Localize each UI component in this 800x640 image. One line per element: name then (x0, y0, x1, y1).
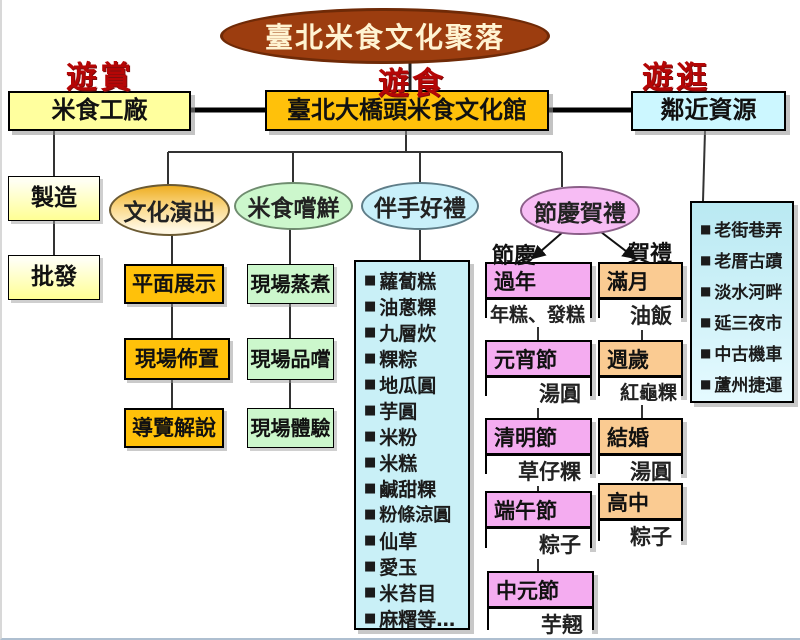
section-label-sightseeing: 遊賞 (66, 60, 134, 96)
list-item: ■淡水河畔 (700, 283, 783, 303)
gift-card-exam-success: 高中 粽子 (598, 483, 683, 551)
ellipse-festival-gifts: 節慶賀禮 (520, 186, 640, 235)
list-item: ■九層炊 (364, 322, 437, 345)
festival-card-lantern: 元宵節 湯圓 (485, 340, 592, 408)
gift-card-wedding: 結婚 湯圓 (598, 418, 683, 486)
list-item: ■油蔥粿 (364, 296, 437, 319)
gift-card-full-month: 滿月 油飯 (598, 262, 683, 330)
node-flat-exhibit: 平面展示 (124, 264, 224, 304)
square-bullet-icon: ■ (700, 283, 712, 298)
list-item: ■麻糬等… (364, 608, 456, 631)
square-bullet-icon: ■ (364, 532, 377, 548)
souvenir-product-list: ■蘿蔔糕 ■油蔥粿 ■九層炊 ■粿粽 ■地瓜圓 ■芋圓 ■米粉 ■米糕 ■鹹甜粿… (354, 260, 470, 631)
list-item: ■米苔目 (364, 582, 437, 605)
square-bullet-icon: ■ (700, 252, 712, 267)
square-bullet-icon: ■ (364, 506, 377, 522)
node-site-decoration: 現場佈置 (124, 338, 230, 380)
list-item: ■地瓜圓 (364, 374, 437, 397)
square-bullet-icon: ■ (364, 610, 377, 626)
list-item: ■芋圓 (364, 400, 418, 423)
list-item: ■蘆州捷運 (700, 376, 783, 396)
festival-card-ghost: 中元節 芋翹 (487, 571, 594, 638)
diagram-title: 臺北米食文化聚落 (220, 8, 550, 64)
node-live-steaming: 現場蒸煮 (247, 264, 334, 304)
node-nearby-resources: 鄰近資源 (631, 91, 786, 131)
square-bullet-icon: ■ (364, 428, 377, 444)
list-item: ■老街巷弄 (700, 221, 783, 241)
nearby-resources-list: ■老街巷弄 ■老厝古蹟 ■淡水河畔 ■延三夜市 ■中古機車 ■蘆州捷運 (690, 201, 794, 403)
list-item: ■鹹甜粿 (364, 478, 437, 501)
square-bullet-icon: ■ (364, 402, 377, 418)
square-bullet-icon: ■ (364, 298, 377, 314)
square-bullet-icon: ■ (700, 345, 712, 360)
node-rice-factory: 米食工廠 (8, 91, 191, 131)
node-wholesale: 批發 (8, 255, 100, 300)
square-bullet-icon: ■ (364, 324, 377, 340)
ellipse-souvenir-gifts: 伴手好禮 (361, 182, 479, 230)
square-bullet-icon: ■ (364, 272, 377, 288)
list-item: ■愛玉 (364, 556, 418, 579)
gift-card-first-birthday: 週歲 紅龜粿 (598, 340, 683, 405)
festival-card-dragon-boat: 端午節 粽子 (485, 491, 592, 559)
square-bullet-icon: ■ (364, 558, 377, 574)
gift-column-label: 賀禮 (628, 242, 673, 267)
square-bullet-icon: ■ (364, 350, 377, 366)
square-bullet-icon: ■ (364, 454, 377, 470)
list-item: ■蘿蔔糕 (364, 270, 437, 293)
list-item: ■米糕 (364, 452, 418, 475)
square-bullet-icon: ■ (700, 376, 712, 391)
section-label-stroll: 遊逛 (642, 60, 710, 96)
festival-column-label: 節慶 (492, 244, 537, 269)
square-bullet-icon: ■ (364, 376, 377, 392)
ellipse-culture-performance: 文化演出 (109, 184, 230, 236)
list-item: ■粿粽 (364, 348, 418, 371)
square-bullet-icon: ■ (700, 314, 712, 329)
node-rice-culture-museum: 臺北大橋頭米食文化館 (265, 90, 549, 131)
list-item: ■延三夜市 (700, 314, 783, 334)
node-live-experience: 現場體驗 (247, 408, 334, 448)
section-label-food-tour: 遊食 (378, 66, 446, 102)
node-manufacture: 製造 (8, 176, 100, 221)
list-item: ■粉條涼圓 (364, 505, 452, 526)
node-live-tasting: 現場品嚐 (247, 338, 334, 380)
list-item: ■老厝古蹟 (700, 252, 783, 272)
square-bullet-icon: ■ (700, 221, 712, 236)
ellipse-rice-tasting: 米食嚐鮮 (234, 182, 353, 230)
list-item: ■仙草 (364, 530, 418, 553)
list-item: ■中古機車 (700, 345, 783, 365)
list-item: ■米粉 (364, 426, 418, 449)
square-bullet-icon: ■ (364, 584, 377, 600)
square-bullet-icon: ■ (364, 480, 377, 496)
festival-card-new-year: 過年 年糕、發糕 (485, 262, 592, 327)
festival-card-qingming: 清明節 草仔粿 (485, 418, 592, 486)
node-guided-tour: 導覽解說 (124, 408, 224, 448)
